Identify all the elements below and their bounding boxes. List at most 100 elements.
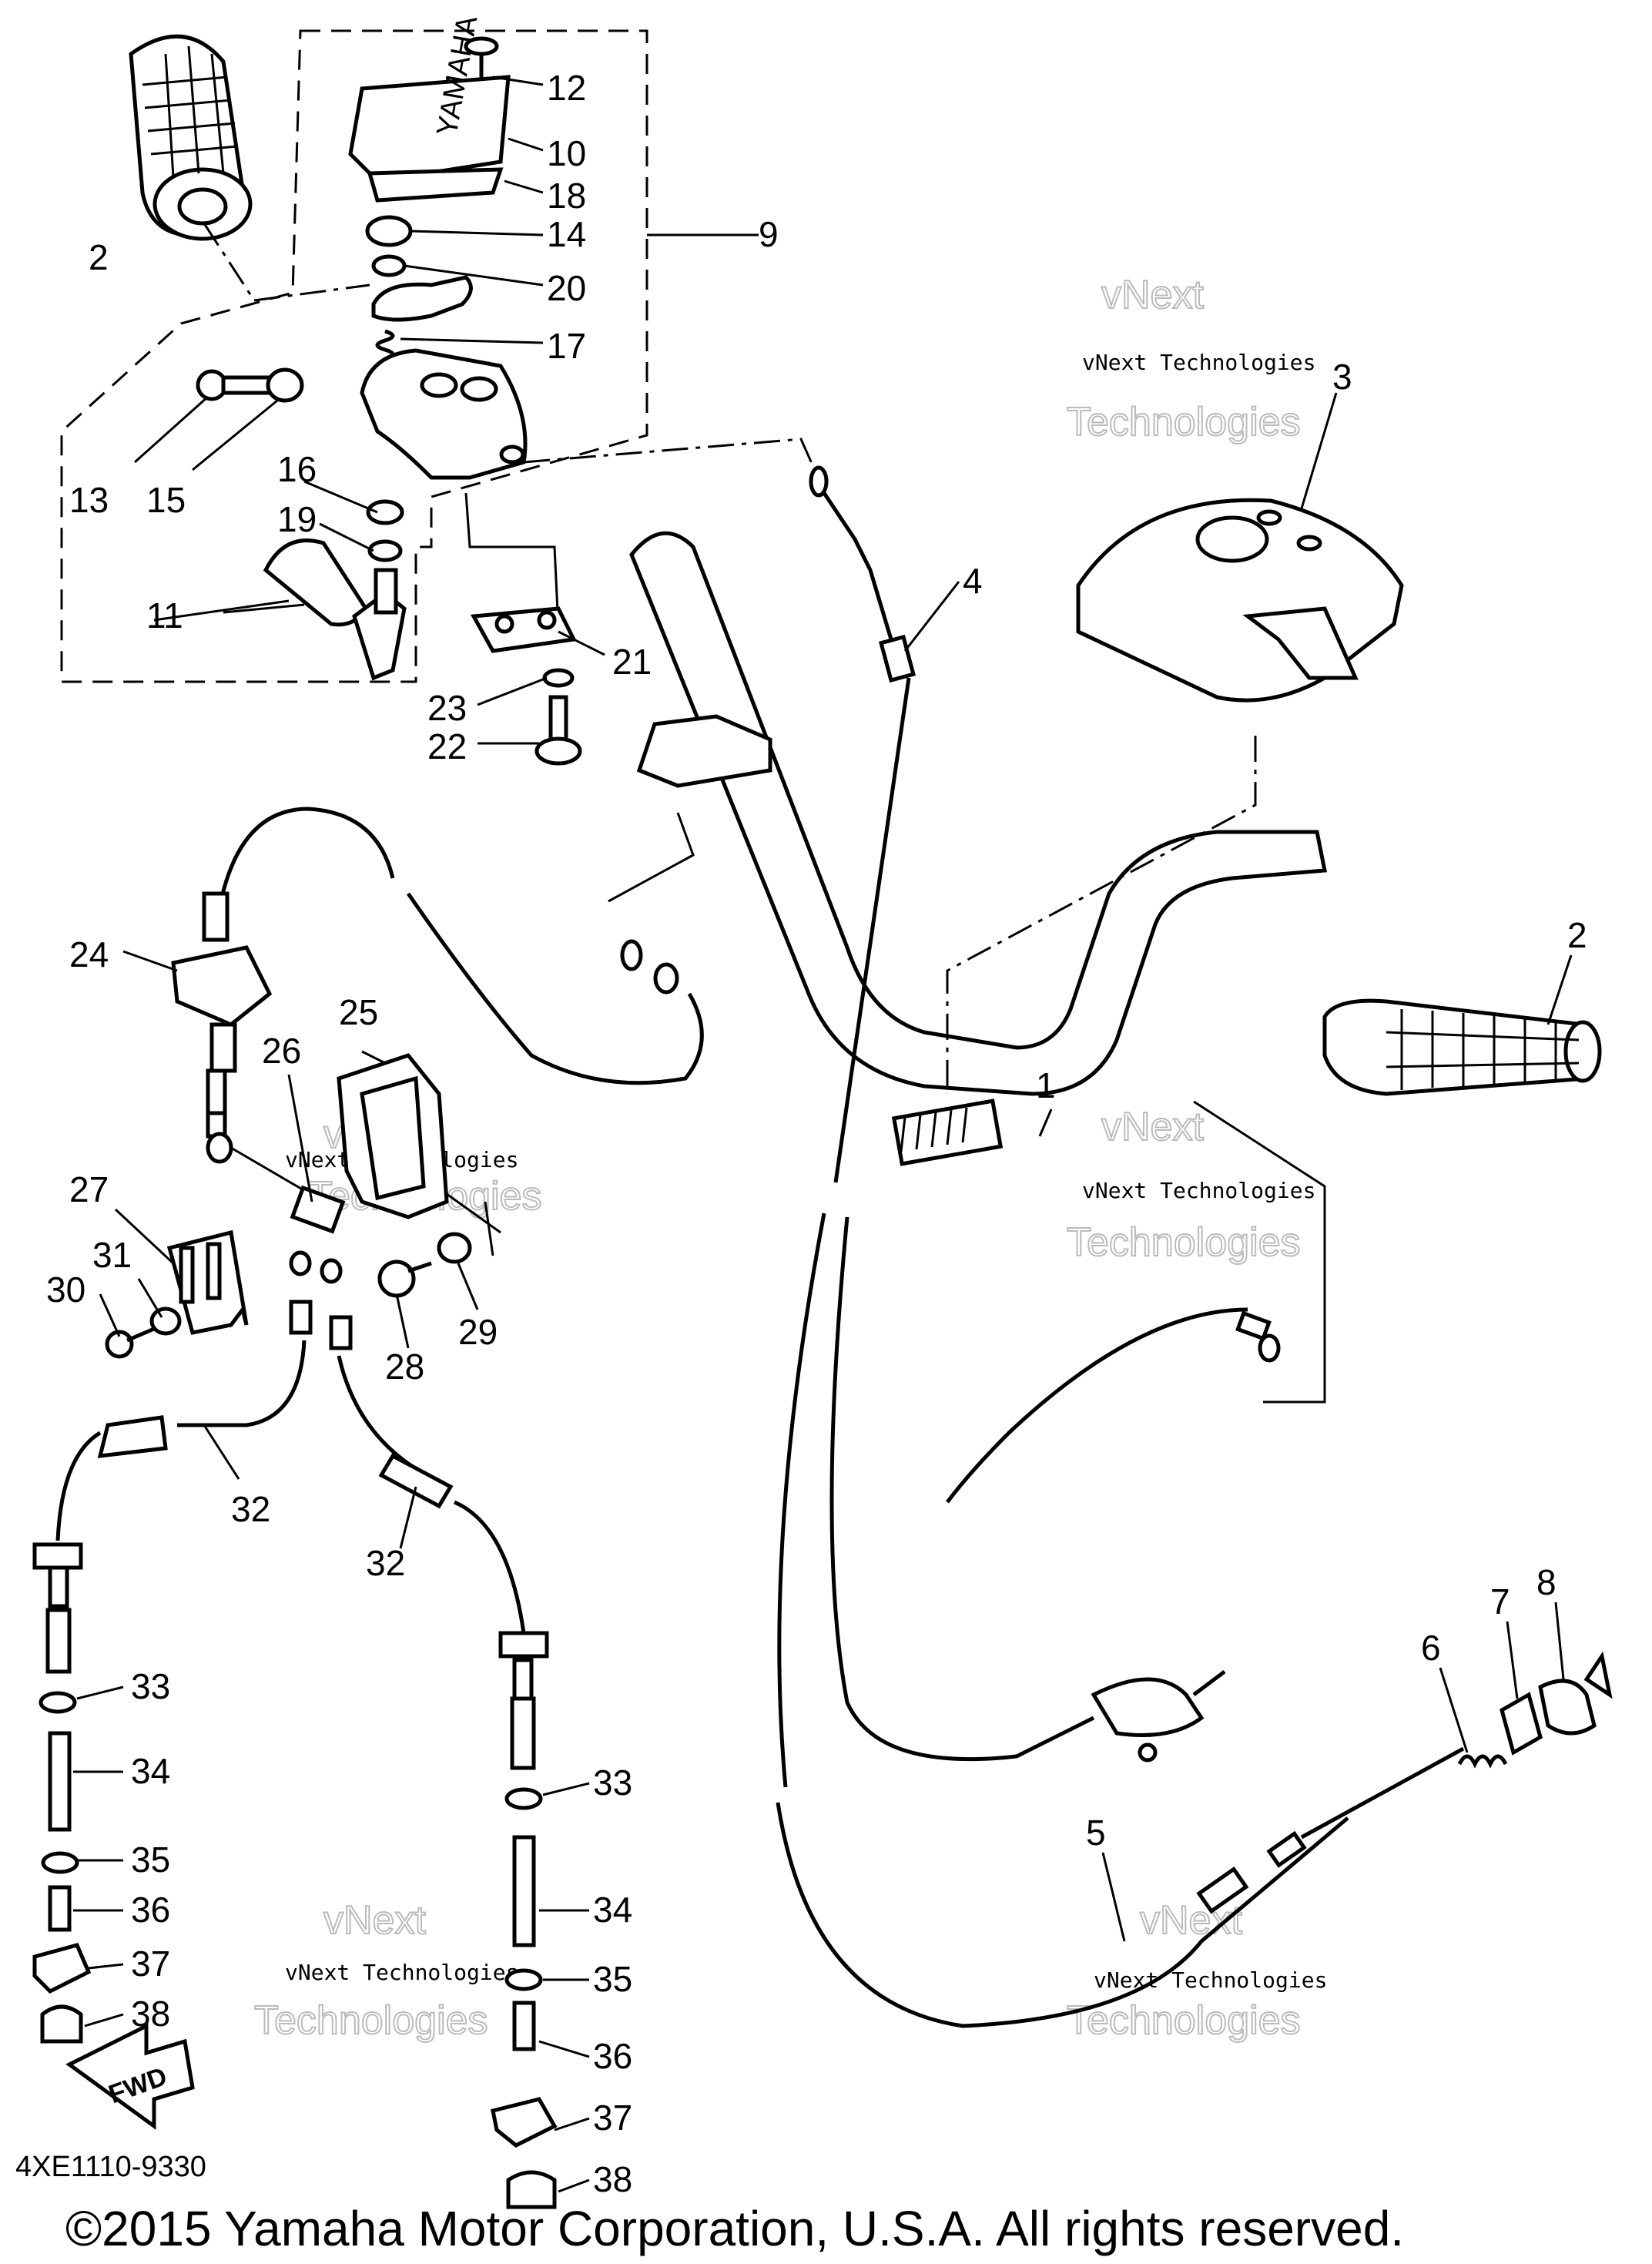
callout-36-right: 36 [593, 2036, 632, 2076]
lever-17 [371, 275, 473, 322]
joint-7 [1500, 1692, 1543, 1756]
bolt-22 [534, 695, 582, 766]
callout-9: 9 [759, 214, 779, 254]
watermark-vnext: vNext [323, 1898, 426, 1943]
callout-4: 4 [963, 561, 983, 601]
callout-36-left: 36 [131, 1890, 170, 1930]
left-grip [129, 34, 370, 302]
washer-35-left [41, 1851, 79, 1874]
callout-2-right-grip: 2 [1567, 915, 1587, 955]
callout-35-right: 35 [593, 1959, 632, 1999]
watermark-top-right: vNext vNext Technologies Technologies [1066, 272, 1315, 445]
screw-28 [377, 1259, 432, 1298]
pin-37-left [32, 1943, 92, 1994]
gasket-18 [367, 167, 504, 203]
washer-29 [437, 1232, 472, 1264]
clamp-21 [470, 606, 577, 653]
washer-16 [366, 499, 404, 525]
watermark-vnext-technologies: vNext Technologies [285, 1960, 518, 1985]
washer-35-right [504, 1968, 543, 1991]
joint-25-26 [290, 1053, 501, 1256]
callout-26: 26 [262, 1031, 301, 1071]
spring-34-right [512, 1835, 536, 1947]
watermark-vnext-technologies: vNext Technologies [1082, 350, 1315, 375]
watermark-vnext-technologies: vNext Technologies [1082, 1178, 1315, 1203]
drawing-number: 4XE1110-9330 [15, 2151, 206, 2183]
callout-15: 15 [146, 480, 186, 520]
callout-32-left: 32 [231, 1489, 270, 1529]
watermark-technologies: Technologies [254, 1998, 488, 2043]
callout-27: 27 [69, 1169, 109, 1209]
callout-29: 29 [458, 1312, 498, 1352]
callout-2-left-grip: 2 [89, 237, 109, 277]
callout-10: 10 [547, 133, 586, 173]
hose-32-right [329, 1315, 549, 1770]
callout-8: 8 [1536, 1562, 1556, 1602]
watermark-technologies: Technologies [1067, 1998, 1301, 2043]
callout-34-left: 34 [131, 1751, 170, 1791]
callout-33-left: 33 [131, 1666, 170, 1706]
callout-11: 11 [146, 595, 183, 636]
handlebar-cover-3 [946, 498, 1404, 1094]
right-grip [1322, 998, 1602, 1096]
clip-33-left [39, 1691, 77, 1714]
callout-21: 21 [612, 642, 652, 682]
cable-adjuster [1457, 1651, 1613, 1769]
callout-3: 3 [1332, 357, 1352, 397]
callout-5: 5 [1086, 1813, 1106, 1853]
watermark-vnext-technologies: vNext Technologies [1094, 1967, 1327, 1993]
callout-37-left: 37 [131, 1944, 170, 1984]
callout-14: 14 [547, 214, 586, 254]
callout-16: 16 [277, 449, 317, 489]
throttle-lever-11 [263, 538, 407, 681]
throttle-cable-4 [523, 438, 1465, 2028]
callout-34-right: 34 [593, 1890, 632, 1930]
watermark-bottom-right: vNext vNext Technologies Technologies [1066, 1897, 1327, 2044]
callout-20: 20 [547, 268, 586, 308]
callout-24: 24 [69, 934, 109, 974]
spring-36-right [512, 2001, 536, 2051]
fwd-arrow: FWD [65, 2022, 195, 2130]
watermark-vnext: vNext [1101, 1105, 1204, 1149]
plate-27 [166, 1229, 249, 1335]
leader-lines [73, 75, 1573, 2193]
callout-1: 1 [1036, 1065, 1056, 1105]
watermark-technologies: Technologies [1067, 1220, 1301, 1265]
pin-37-right [491, 2097, 558, 2148]
handlebar-1 [629, 531, 1328, 1166]
throttle-assembly-outline [60, 29, 648, 683]
callout-18: 18 [547, 176, 586, 216]
callout-37-right: 37 [593, 2098, 632, 2138]
callout-6: 6 [1421, 1628, 1441, 1668]
washer-23 [542, 668, 575, 688]
screw-30 [105, 1327, 155, 1359]
watermark-vnext: vNext [1101, 273, 1204, 317]
callout-7: 7 [1490, 1581, 1510, 1622]
grip-mount-line [203, 223, 256, 301]
switch-stack-left [32, 1691, 92, 2044]
callout-17: 17 [547, 326, 586, 366]
callout-35-left: 35 [131, 1840, 170, 1880]
washer-19 [367, 539, 403, 562]
watermark-technologies: Technologies [1067, 400, 1301, 444]
nut-14 [365, 215, 413, 247]
spring-6 [1457, 1754, 1508, 1769]
brake-master-24 [171, 891, 324, 1203]
callout-30: 30 [46, 1270, 85, 1310]
callout-38-right: 38 [593, 2159, 632, 2199]
throttle-case-assembly: YAMAHA [196, 13, 560, 681]
screw-13 [196, 369, 272, 401]
callout-38-left: 38 [131, 1994, 170, 2034]
callout-31: 31 [92, 1235, 132, 1275]
washer-20 [371, 254, 407, 277]
callout-25: 25 [339, 992, 378, 1032]
callout-28: 28 [385, 1347, 424, 1387]
callout-32-right: 32 [366, 1543, 405, 1583]
block-26 [290, 1185, 346, 1234]
spring-34-left [48, 1731, 72, 1832]
switch-stack-right [491, 1787, 558, 2209]
nut-15 [266, 367, 304, 403]
wing-nut-8 [1538, 1651, 1613, 1736]
group-outlines [60, 29, 759, 683]
